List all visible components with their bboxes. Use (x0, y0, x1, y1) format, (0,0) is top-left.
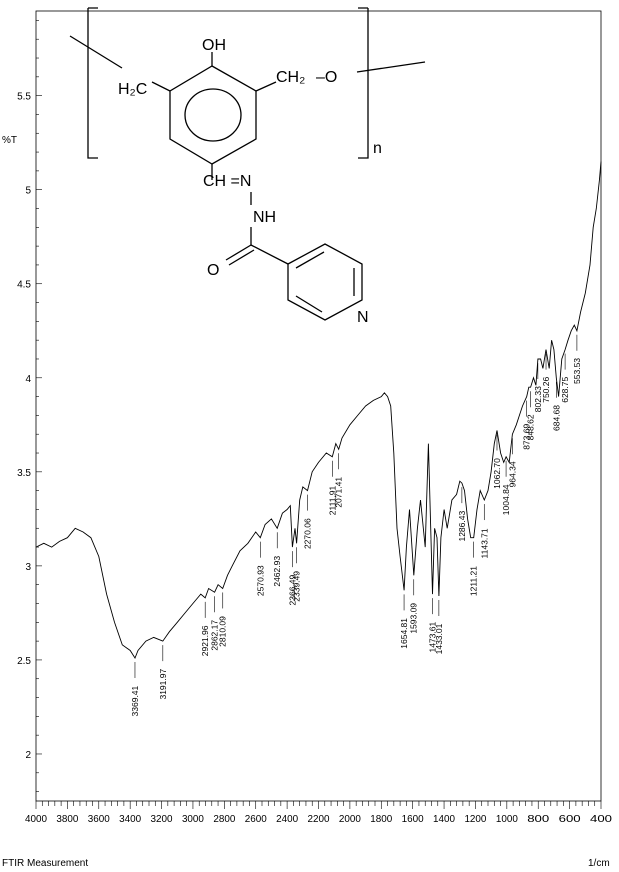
peak-label: 1211.21 (469, 566, 479, 596)
y-tick-label: 4 (25, 374, 31, 385)
x-tick-label: 800 (527, 814, 550, 825)
left-bracket (87, 7, 98, 159)
peak-label: 1286.43 (457, 511, 467, 542)
bond-c-ring (250, 244, 289, 265)
x-axis-unit: 1/cm (588, 858, 610, 869)
peak-label: 1654.81 (399, 618, 409, 649)
peak-label: 750.26 (541, 377, 551, 403)
pyridine-double-3 (295, 295, 323, 313)
peak-label: 1062.70 (492, 458, 502, 489)
chemical-structure (69, 7, 426, 321)
peak-label: 2862.17 (210, 620, 220, 651)
x-tick-label: 2400 (276, 814, 298, 825)
peak-label: 1433.01 (434, 623, 444, 654)
structure-nh: NH (253, 209, 276, 226)
spectrum-line (35, 161, 602, 659)
peak-label: 1593.09 (409, 603, 419, 634)
structure-oh: OH (202, 37, 226, 54)
peak-label: 2570.93 (255, 565, 265, 596)
y-tick-label: 3.5 (17, 468, 31, 479)
x-tick-label: 1800 (370, 814, 392, 825)
peak-label: 2270.06 (303, 518, 313, 549)
y-axis-label: %T (2, 135, 17, 146)
pyridine-double-1 (295, 251, 325, 269)
x-tick-label: 2000 (339, 814, 361, 825)
x-tick-label: 400 (590, 814, 613, 825)
peak-label: 848.62 (526, 414, 536, 440)
structure-n-ring: N (357, 309, 369, 326)
peak-label: 3369.41 (130, 685, 140, 716)
peak-label: 1473.61 (428, 621, 438, 652)
x-tick-label: 1400 (433, 814, 455, 825)
x-axis-ticks: 4000 3800 3600 3400 3200 3000 2800 2600 2400 2200… (25, 801, 613, 825)
x-tick-label: 2600 (245, 814, 267, 825)
bond-c-o-2 (228, 249, 255, 266)
y-tick-label: 2.5 (17, 656, 31, 667)
x-tick-label: 3600 (88, 814, 110, 825)
x-tick-label: 3400 (119, 814, 141, 825)
peak-label: 1004.84 (501, 484, 511, 515)
peak-label: 2921.96 (200, 625, 210, 656)
peak-label: 964.34 (507, 461, 517, 487)
y-tick-label: 5.5 (17, 92, 31, 103)
peak-label: 2111.91 (327, 485, 337, 515)
x-tick-label: 1200 (464, 814, 486, 825)
bond-c-o-1 (225, 244, 252, 261)
bond-chain-left (69, 35, 123, 69)
y-tick-label: 3 (25, 562, 31, 573)
structure-h2c: H₂C (118, 81, 147, 98)
benzene-aromatic-circle (184, 88, 242, 142)
x-tick-label: 1000 (496, 814, 518, 825)
peak-label: 1143.71 (479, 528, 489, 558)
structure-ch-eq-n: CH =N (203, 173, 251, 190)
right-bracket (358, 7, 369, 159)
y-tick-label: 2 (25, 750, 31, 761)
peak-label: 2071.41 (334, 477, 344, 508)
peak-label: 2366.49 (287, 574, 297, 605)
x-tick-label: 4000 (25, 814, 47, 825)
pyridine-ring (287, 243, 363, 321)
x-tick-label: 600 (559, 814, 582, 825)
peak-label: 684.68 (551, 405, 561, 431)
structure-dash-o: –O (316, 69, 337, 86)
peak-label: 2462.93 (272, 556, 282, 587)
peak-label: 628.75 (560, 377, 570, 403)
bond-ch2-left (151, 81, 171, 92)
structure-ch2: CH₂ (276, 69, 305, 86)
structure-o: O (207, 262, 219, 279)
x-tick-label: 2200 (308, 814, 330, 825)
y-axis-ticks: 2 2.5 3 3.5 4 4.5 5 5.5 (17, 20, 42, 792)
chemical-structure-labels: OH H₂C CH₂ –O n CH =N NH O N (118, 37, 382, 326)
y-tick-label: 4.5 (17, 280, 31, 291)
peak-label: 3191.97 (158, 669, 168, 700)
bond-ch2-right (255, 81, 277, 92)
x-tick-label: 3000 (182, 814, 204, 825)
peak-label: 2339.49 (292, 571, 302, 602)
bond-chain-right (356, 61, 426, 73)
peak-label: 802.33 (533, 386, 543, 412)
structure-n-subscript: n (373, 140, 382, 157)
x-tick-label: 1600 (402, 814, 424, 825)
x-tick-label: 3200 (151, 814, 173, 825)
peak-label: 873.69 (522, 424, 532, 450)
x-tick-label: 2800 (213, 814, 235, 825)
peak-label: 2810.09 (218, 616, 228, 647)
peak-label: 553.53 (572, 358, 582, 384)
plot-frame (35, 10, 602, 802)
x-tick-label: 3800 (56, 814, 78, 825)
footer-label: FTIR Measurement (2, 858, 88, 869)
y-tick-label: 5 (25, 186, 31, 197)
